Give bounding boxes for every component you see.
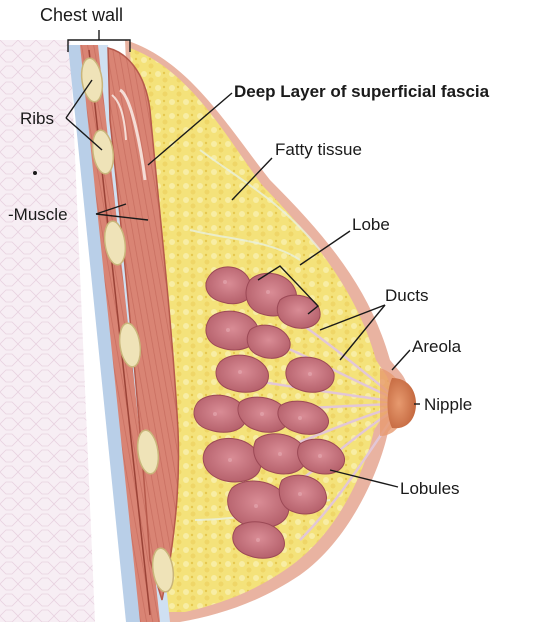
label-lobe: Lobe (352, 216, 390, 233)
label-deep-layer: Deep Layer of superficial fascia (234, 83, 489, 100)
label-muscle: -Muscle (8, 206, 68, 223)
label-fatty-tissue: Fatty tissue (275, 141, 362, 158)
stray-dot (33, 171, 37, 175)
label-areola: Areola (412, 338, 461, 355)
label-muscle-text: Muscle (14, 205, 68, 224)
label-chest-wall: Chest wall (40, 6, 123, 24)
label-ducts: Ducts (385, 287, 428, 304)
label-ribs: Ribs (20, 110, 54, 127)
label-lobules: Lobules (400, 480, 460, 497)
nipple-shape (388, 378, 417, 428)
label-nipple: Nipple (424, 396, 472, 413)
